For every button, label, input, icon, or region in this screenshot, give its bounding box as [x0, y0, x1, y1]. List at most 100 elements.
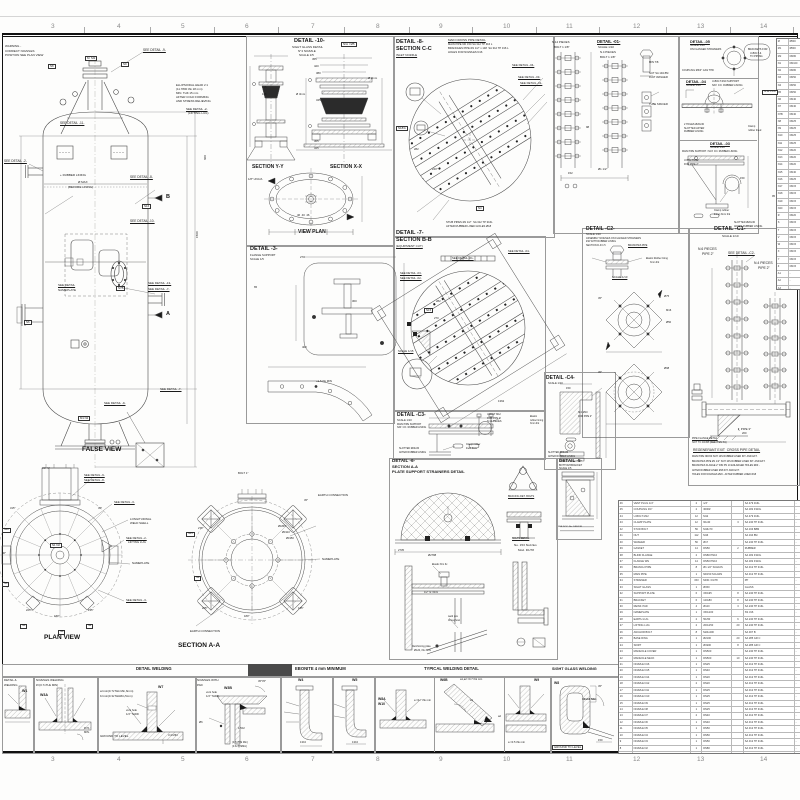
drawing-label: SEE DETAIL -01-: [452, 256, 474, 260]
parts-cell: NOZZLE N12: [633, 681, 691, 687]
nozzle-cell: N6: [777, 97, 789, 104]
ruler-tick: [536, 27, 537, 33]
parts-cell: 4: [691, 604, 703, 610]
drawing-label: N.6 PIECES: [698, 247, 717, 251]
nozzle-cell: N2: [777, 68, 789, 75]
drawing-label: AFTER RUBBER LINING: [734, 224, 763, 228]
parts-cell: [732, 610, 744, 616]
parts-cell: SA 182 F316L: [744, 558, 795, 565]
parts-cell: SA 240 TP 316L: [744, 539, 795, 546]
drawing-label: HOLES FOR NOZZLES Ø20 - AFTER RUBBER LIN…: [692, 473, 757, 476]
divider: [504, 676, 505, 752]
parts-cell: Ø2100: [702, 636, 733, 642]
drawing-label: SECTION D-D 1:5: [586, 244, 606, 247]
parts-cell: MANHOLE NECK: [633, 655, 691, 661]
drawing-label: a1,a2 =0.7 thk min: [460, 678, 483, 681]
parts-cell: [732, 681, 744, 687]
detail-8-title: DETAIL -8-: [396, 39, 424, 45]
parts-cell: 1: [691, 649, 703, 655]
nozzle-cell: DN15: [789, 221, 796, 225]
drawing-label: 1/8" UNC/A: [248, 177, 263, 181]
drawing-label: BOLT 1": [238, 471, 249, 475]
parts-cell: 1: [691, 719, 703, 726]
parts-cell: -: [795, 527, 797, 531]
drawing-label: 1.5±2: [238, 727, 245, 730]
drawing-label: WELDING: [4, 682, 18, 687]
parts-cell: 20: [732, 623, 744, 629]
drawing-label: AFTER RUBBER LINING: [548, 454, 576, 458]
parts-cell: -: [795, 746, 797, 750]
panel-detail-c2: [582, 228, 690, 438]
drawing-label: Reinforcing plate: [412, 645, 431, 648]
drawing-label: weld pos: [448, 615, 458, 618]
drawing-label: lined 3mm: [466, 446, 478, 450]
parts-cell: [732, 726, 744, 732]
detail-c3-pipe-support: [428, 413, 502, 456]
drawing-label: Ø 2mm: [368, 76, 378, 80]
nozzle-cell: DN20: [789, 163, 796, 167]
drawing-label: SEE DETAIL -13-: [148, 281, 172, 285]
drawing-label: Elastic: [530, 415, 538, 418]
parts-cell: DN80 PN10: [702, 552, 733, 558]
parts-cell: SA 312 TP 316L: [744, 571, 795, 578]
parts-cell: WASHER: [633, 539, 691, 546]
nozzle-cell: DN25: [789, 119, 796, 123]
drawing-label: SIGHT GLASS DETAIL: [292, 45, 324, 49]
drawing-label: N.12 PCS: [762, 90, 778, 95]
weld-detail-1: [4, 685, 31, 723]
nozzle-cell: M: [777, 39, 789, 46]
drawing-label: SEE DETAIL -2-: [186, 107, 208, 111]
ruler-number: 7: [311, 23, 315, 30]
drawing-label: PIPE 2": [702, 251, 714, 256]
nozzle-cell: N17: [777, 184, 789, 191]
drawing-label: SCALE 1/10: [686, 83, 701, 87]
nozzle-cell: DN20: [789, 156, 796, 159]
parts-cell: 14: [691, 546, 703, 552]
nozzle-cell: N8: [777, 118, 789, 125]
drawing-label: Ø MAX: [78, 180, 88, 184]
drawing-label: 270: [300, 255, 305, 259]
parts-cell: 1: [691, 745, 703, 752]
panel-detail-10: [246, 36, 395, 247]
drawing-label: FLAT WASHER: [649, 76, 668, 79]
nozzle-cell: N13: [777, 155, 789, 162]
parts-cell: 1: [691, 726, 703, 732]
parts-cell: 16: [619, 694, 633, 700]
parts-cell: 14: [619, 707, 633, 713]
parts-cell: 1: [691, 668, 703, 674]
drawing-label: SEE DETAIL -8-: [130, 175, 153, 179]
detail-c1-cross-pipe: [691, 254, 791, 443]
drawing-label: 2 HOLES Ø20x30: [684, 123, 705, 126]
nozzle-cell: X: [777, 249, 789, 256]
parts-cell: 1: [691, 636, 703, 642]
drawing-label: SECTION C-C: [396, 46, 432, 52]
drawing-label: SECTION B-B: [396, 237, 432, 243]
drawing-label: SEE DETAIL -11-: [60, 121, 85, 125]
parts-cell: GLASS: [744, 584, 795, 591]
parts-cell: 38: [619, 552, 633, 558]
drawing-label: FLANGE SUPPORT: [250, 253, 276, 257]
drawing-label: FOR PIPE 2": [578, 414, 593, 418]
detail-c1-title: DETAIL -C1-: [714, 226, 746, 232]
parts-cell: BRANCH PIPE: [633, 565, 691, 571]
drawing-label: Ø2788: [428, 554, 437, 557]
drawing-label: BOTTOM BRACKET: [559, 463, 583, 467]
drawing-label: 13±2: [300, 741, 306, 744]
parts-cell: 7: [619, 752, 633, 753]
nozzle-cell: A3: [777, 285, 789, 289]
